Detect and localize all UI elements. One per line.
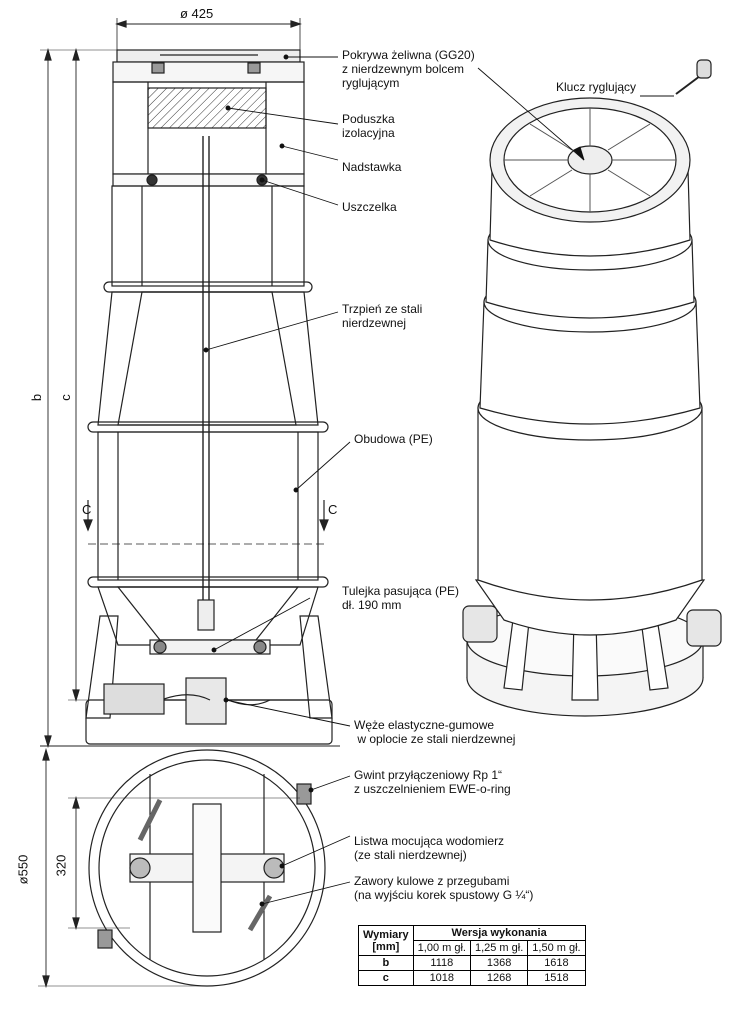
plan-view [38, 747, 326, 989]
table-cell: 1618 [527, 955, 586, 971]
callout-hoses: Węże elastyczne-gumowe w oplocie ze stal… [354, 718, 516, 746]
b-dimension-label: b [29, 393, 45, 402]
section-left-label: C [82, 502, 92, 517]
table-column-header: 1,25 m gł. [469, 940, 529, 956]
table-cell: 1368 [469, 955, 529, 971]
callout-seal: Uszczelka [342, 200, 397, 214]
callout-rod: Trzpień ze stali nierdzewnej [342, 302, 423, 330]
table-row-label: b [358, 955, 414, 971]
table-row-label: c [358, 970, 414, 986]
fitting-spacing-label: 320 [53, 854, 69, 877]
perspective-view [462, 59, 722, 717]
callout-housing: Obudowa (PE) [354, 432, 433, 446]
table-row: b 1118 1368 1618 [358, 955, 586, 971]
dimensions-table: Wymiary [mm] Wersja wykonania 1,00 m gł.… [358, 925, 586, 986]
side-section-view [40, 18, 340, 749]
callout-valves: Zawory kulowe z przegubami (na wyjściu k… [354, 874, 534, 902]
callout-cover: Pokrywa żeliwna (GG20) z nierdzewnym bol… [342, 48, 475, 90]
bottom-diameter-label: ø550 [15, 854, 31, 885]
callout-strip: Listwa mocująca wodomierz (ze stali nier… [354, 834, 505, 862]
table-cell: 1518 [527, 970, 586, 986]
table-corner: Wymiary [mm] [358, 925, 414, 956]
table-column-header: 1,00 m gł. [412, 940, 471, 956]
leader-lines [203, 54, 674, 907]
table-cell: 1018 [412, 970, 471, 986]
table-row: c 1018 1268 1518 [358, 970, 586, 986]
table-column-header: 1,50 m gł. [527, 940, 586, 956]
callout-extension: Nadstawka [342, 160, 402, 174]
section-right-label: C [328, 502, 338, 517]
c-dimension-label: c [57, 394, 73, 401]
top-diameter-label: ø 425 [180, 6, 214, 21]
callout-key: Klucz ryglujący [556, 80, 637, 94]
table-group-header: Wersja wykonania [412, 925, 586, 941]
callout-thread: Gwint przyłączeniowy Rp 1“ z uszczelnien… [354, 768, 511, 796]
callout-cushion: Poduszka izolacyjna [342, 112, 395, 140]
callout-sleeve: Tulejka pasująca (PE) dł. 190 mm [342, 584, 459, 612]
table-cell: 1118 [412, 955, 471, 971]
table-cell: 1268 [469, 970, 529, 986]
